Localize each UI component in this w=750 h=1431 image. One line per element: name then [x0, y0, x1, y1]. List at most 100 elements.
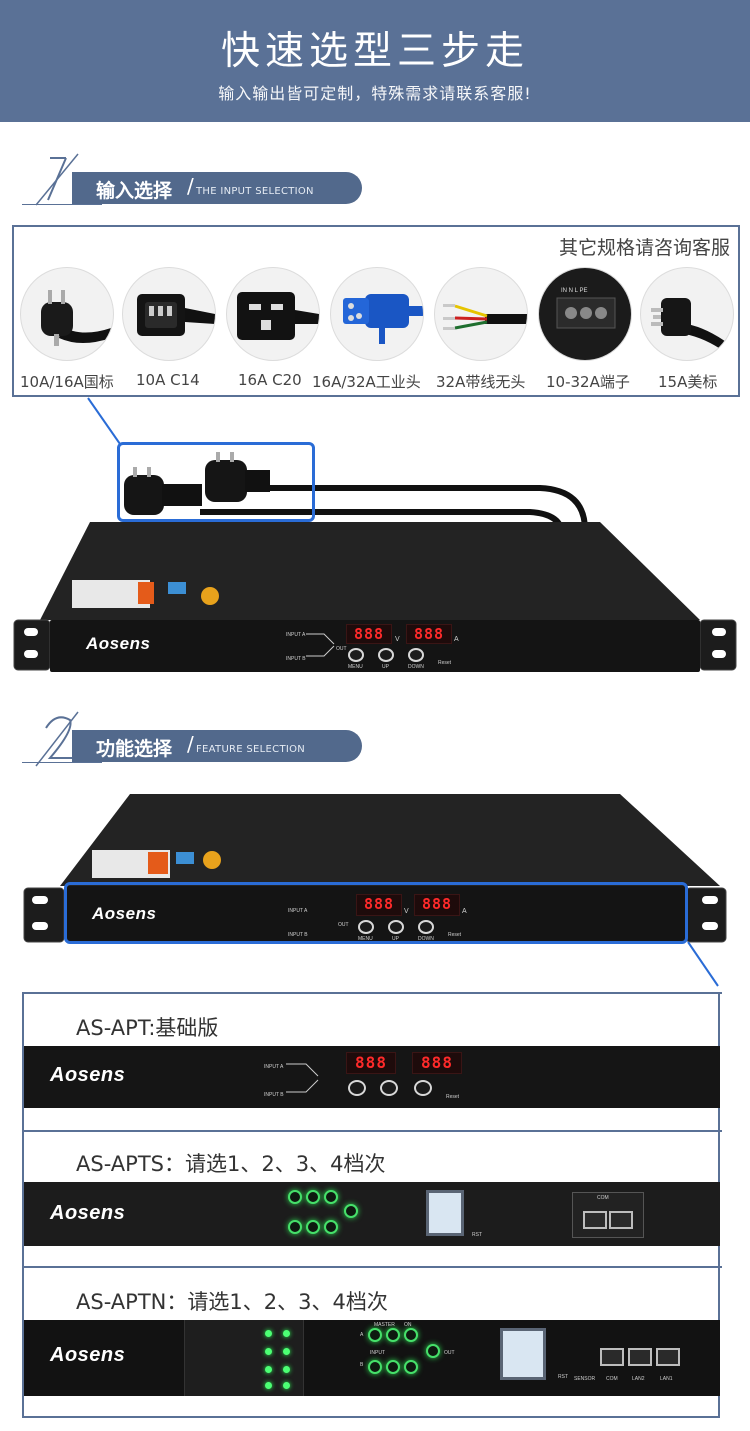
model-aptn-dot-7 — [265, 1382, 272, 1389]
down-label-2: DOWN — [418, 936, 434, 942]
brand-logo-2: Aosens — [92, 904, 157, 923]
menu-label-2: MENU — [358, 936, 373, 942]
model-apt-down-button[interactable] — [414, 1080, 432, 1096]
plug-label-us: 15A美标 — [658, 373, 718, 391]
model-apts-led-a2 — [306, 1190, 320, 1204]
model-apt-input-b: INPUT B — [264, 1092, 284, 1098]
plug-label-cn: 10A/16A国标 — [20, 373, 114, 391]
step-2-pill: 功能选择 / FEATURE SELECTION — [72, 730, 362, 762]
plug-label-terminal: 10-32A端子 — [546, 373, 630, 391]
cn-plug-icon[interactable] — [20, 267, 114, 361]
model-apt-voltage: 888 — [346, 1052, 396, 1074]
model-apts-rj45-2[interactable] — [609, 1211, 633, 1229]
step-1-pill: 输入选择 / THE INPUT SELECTION — [72, 172, 362, 204]
model-apt-reset: Reset — [446, 1094, 460, 1100]
model-aptn-led-a3 — [404, 1328, 418, 1342]
page-header: 快速选型三步走 输入输出皆可定制，特殊需求请联系客服! — [0, 0, 750, 122]
pdu-front-panel-2: Aosens INPUT A INPUT B OUT 888 V 888 A M… — [66, 886, 686, 942]
front-panel-highlight — [64, 882, 688, 944]
model-aptn-lcd-screen — [500, 1328, 546, 1380]
model-apts-com-port[interactable]: COM — [572, 1192, 644, 1238]
brand-logo: Aosens — [86, 634, 151, 653]
model-aptn-lan2: LAN2 — [632, 1376, 645, 1382]
voltage-unit-2: V — [404, 908, 409, 915]
model-aptn-led-a1 — [368, 1328, 382, 1342]
model-apts-lcd-screen — [426, 1190, 464, 1236]
current-unit: A — [454, 636, 459, 643]
step-1-label: 输入选择 — [96, 180, 173, 202]
model-apts-com-label: COM — [597, 1195, 609, 1201]
model-apt-panel[interactable]: Aosens INPUT A INPUT B 888 888 Reset — [24, 1046, 720, 1108]
step-2-badge: 功能选择 / FEATURE SELECTION — [22, 708, 362, 768]
model-aptn-lan2-port[interactable] — [628, 1348, 652, 1366]
step-2-separator: / — [187, 732, 194, 756]
model-aptn-brand: Aosens — [50, 1344, 126, 1366]
down-button-2[interactable] — [418, 920, 434, 934]
pdu-device-input-view: Aosens INPUT A INPUT B OUT 888 V 888 A M… — [0, 430, 750, 680]
plug-highlight-box — [117, 442, 315, 522]
model-apt-current: 888 — [412, 1052, 462, 1074]
terminal-block-icon[interactable]: IN N L PE — [538, 267, 632, 361]
model-aptn-dot-1 — [265, 1330, 272, 1337]
menu-button-2[interactable] — [358, 920, 374, 934]
input-a-label: INPUT A — [286, 632, 306, 638]
reset-label: Reset — [438, 660, 452, 666]
model-apts-brand: Aosens — [50, 1202, 126, 1224]
step-2-label: 功能选择 — [96, 738, 173, 760]
model-apts-led-b1 — [288, 1220, 302, 1234]
down-label: DOWN — [408, 664, 424, 670]
model-apt-title: AS-APT:基础版 — [76, 1016, 219, 1040]
model-apt-switch-icon — [286, 1063, 319, 1093]
model-aptn-output-module — [184, 1320, 304, 1396]
model-apts-led-b3 — [324, 1220, 338, 1234]
model-aptn-dot-5 — [265, 1366, 272, 1373]
model-aptn-led-out — [426, 1344, 440, 1358]
model-aptn-b: B — [360, 1362, 364, 1368]
step-2-numeral-icon — [35, 711, 79, 767]
menu-button[interactable] — [348, 648, 364, 662]
pdu-front-panel: Aosens INPUT A INPUT B OUT 888 V 888 A M… — [50, 620, 700, 672]
pdu-chassis — [13, 522, 737, 671]
model-list: AS-APT:基础版 Aosens INPUT A INPUT B 888 88… — [22, 992, 722, 1418]
model-aptn-on: ON — [404, 1322, 412, 1328]
up-button[interactable] — [378, 648, 394, 662]
model-aptn-sensor: SENSOR — [574, 1376, 596, 1382]
step-1-numeral-icon — [35, 153, 79, 206]
model-aptn-title: AS-APTN：请选1、2、3、4档次 — [76, 1290, 388, 1314]
model-aptn-lan1-port[interactable] — [656, 1348, 680, 1366]
input-b-label-2: INPUT B — [288, 932, 308, 938]
voltage-display: 888 — [346, 624, 392, 644]
c14-plug-icon[interactable] — [122, 267, 216, 361]
model-apts-led-b2 — [306, 1220, 320, 1234]
callout-pointer-2 — [687, 941, 719, 987]
model-aptn-led-b3 — [404, 1360, 418, 1374]
step-1-separator: / — [187, 174, 194, 198]
model-aptn-panel[interactable]: Aosens A B INPUT OUT MASTER ON RST SENSO… — [24, 1320, 720, 1396]
us-plug-icon[interactable] — [640, 267, 734, 361]
model-aptn-led-b2 — [386, 1360, 400, 1374]
input-options-panel: 其它规格请咨询客服 10A/16A国标 10A C14 16A C20 16A/… — [12, 225, 740, 397]
bare-wire-icon[interactable] — [434, 267, 528, 361]
model-apt-up-button[interactable] — [380, 1080, 398, 1096]
model-aptn-com-port[interactable] — [600, 1348, 624, 1366]
step-2-underline — [22, 762, 102, 763]
current-unit-2: A — [462, 908, 467, 915]
model-apt-menu-button[interactable] — [348, 1080, 366, 1096]
out-label: OUT — [336, 646, 347, 652]
c20-plug-icon[interactable] — [226, 267, 320, 361]
model-aptn-input: INPUT — [370, 1350, 385, 1356]
model-apts-rst: RST — [472, 1232, 482, 1238]
step-1-underline — [22, 204, 102, 205]
model-apts-led-a1 — [288, 1190, 302, 1204]
up-button-2[interactable] — [388, 920, 404, 934]
model-apts-led-a3 — [324, 1190, 338, 1204]
model-apt-brand: Aosens — [50, 1064, 126, 1086]
model-divider-2 — [24, 1266, 722, 1268]
model-aptn-master: MASTER — [374, 1322, 395, 1328]
industrial-plug-icon[interactable] — [330, 267, 424, 361]
model-apts-panel[interactable]: Aosens RST COM — [24, 1182, 720, 1246]
model-apts-rj45-1[interactable] — [583, 1211, 607, 1229]
model-aptn-led-b1 — [368, 1360, 382, 1374]
step-1-badge: 输入选择 / THE INPUT SELECTION — [22, 150, 362, 210]
down-button[interactable] — [408, 648, 424, 662]
